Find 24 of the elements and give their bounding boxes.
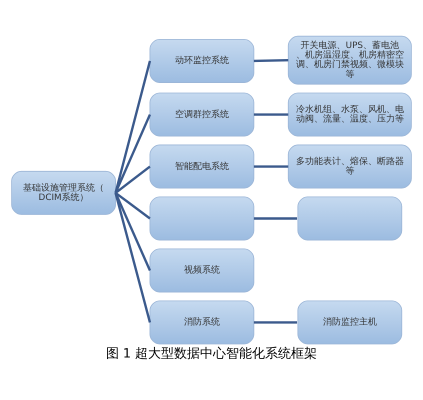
connector	[254, 112, 288, 116]
node-box: 多功能表计、熔保、断路器等	[288, 144, 412, 188]
node-box: 空调群控系统	[150, 92, 254, 136]
node-box	[150, 196, 254, 240]
node-box: 视频系统	[150, 248, 254, 292]
node-box: 冷水机组、水泵、风机、电动阀、流量、温度、压力等	[288, 92, 412, 136]
node-box: 智能配电系统	[150, 144, 254, 188]
connector	[114, 60, 152, 193]
node-box: 基础设施管理系统（DCIM系统）	[11, 170, 116, 214]
node-box: 动环监控系统	[150, 38, 254, 82]
connector	[114, 191, 151, 219]
connector	[254, 164, 288, 168]
node-box: 消防系统	[150, 300, 254, 344]
connector	[254, 320, 298, 324]
connector	[114, 192, 152, 270]
node-box: 消防监控主机	[297, 300, 402, 344]
connector	[114, 165, 151, 194]
caption: 图 1 超大型数据中心智能化系统框架	[106, 346, 318, 361]
connector	[254, 216, 298, 220]
connector	[114, 192, 152, 322]
node-box: 开关电源、UPS、蓄电池、机房温湿度、机房精密空调、机房门禁视频、微模块等	[288, 35, 412, 84]
connector	[254, 58, 288, 62]
node-box	[297, 196, 402, 240]
connector	[114, 114, 152, 193]
